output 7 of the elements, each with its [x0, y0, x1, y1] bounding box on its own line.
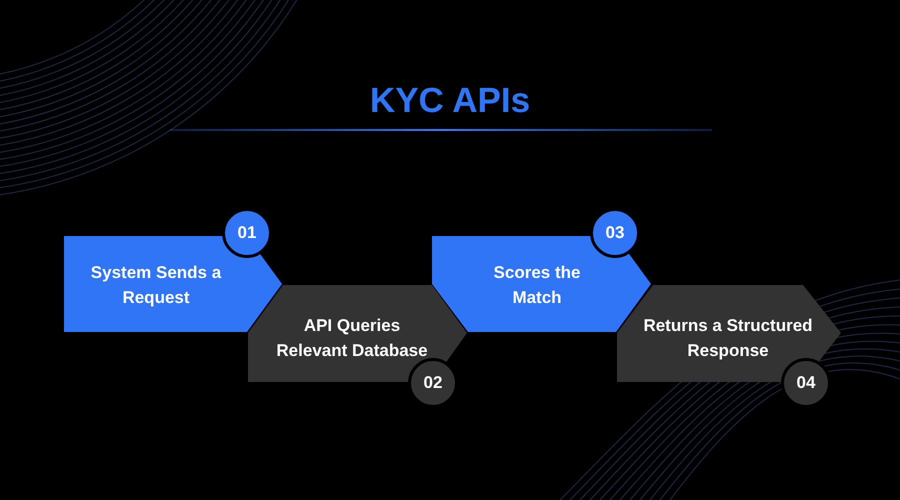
- step-label: Scores the Match: [492, 262, 582, 309]
- step-number: 04: [781, 358, 831, 408]
- step-number: 01: [222, 208, 272, 258]
- step-number: 02: [408, 358, 458, 408]
- step-label: System Sends a Request: [90, 262, 222, 309]
- step-number: 03: [590, 208, 640, 258]
- diagram-title: KYC APIs: [370, 81, 530, 121]
